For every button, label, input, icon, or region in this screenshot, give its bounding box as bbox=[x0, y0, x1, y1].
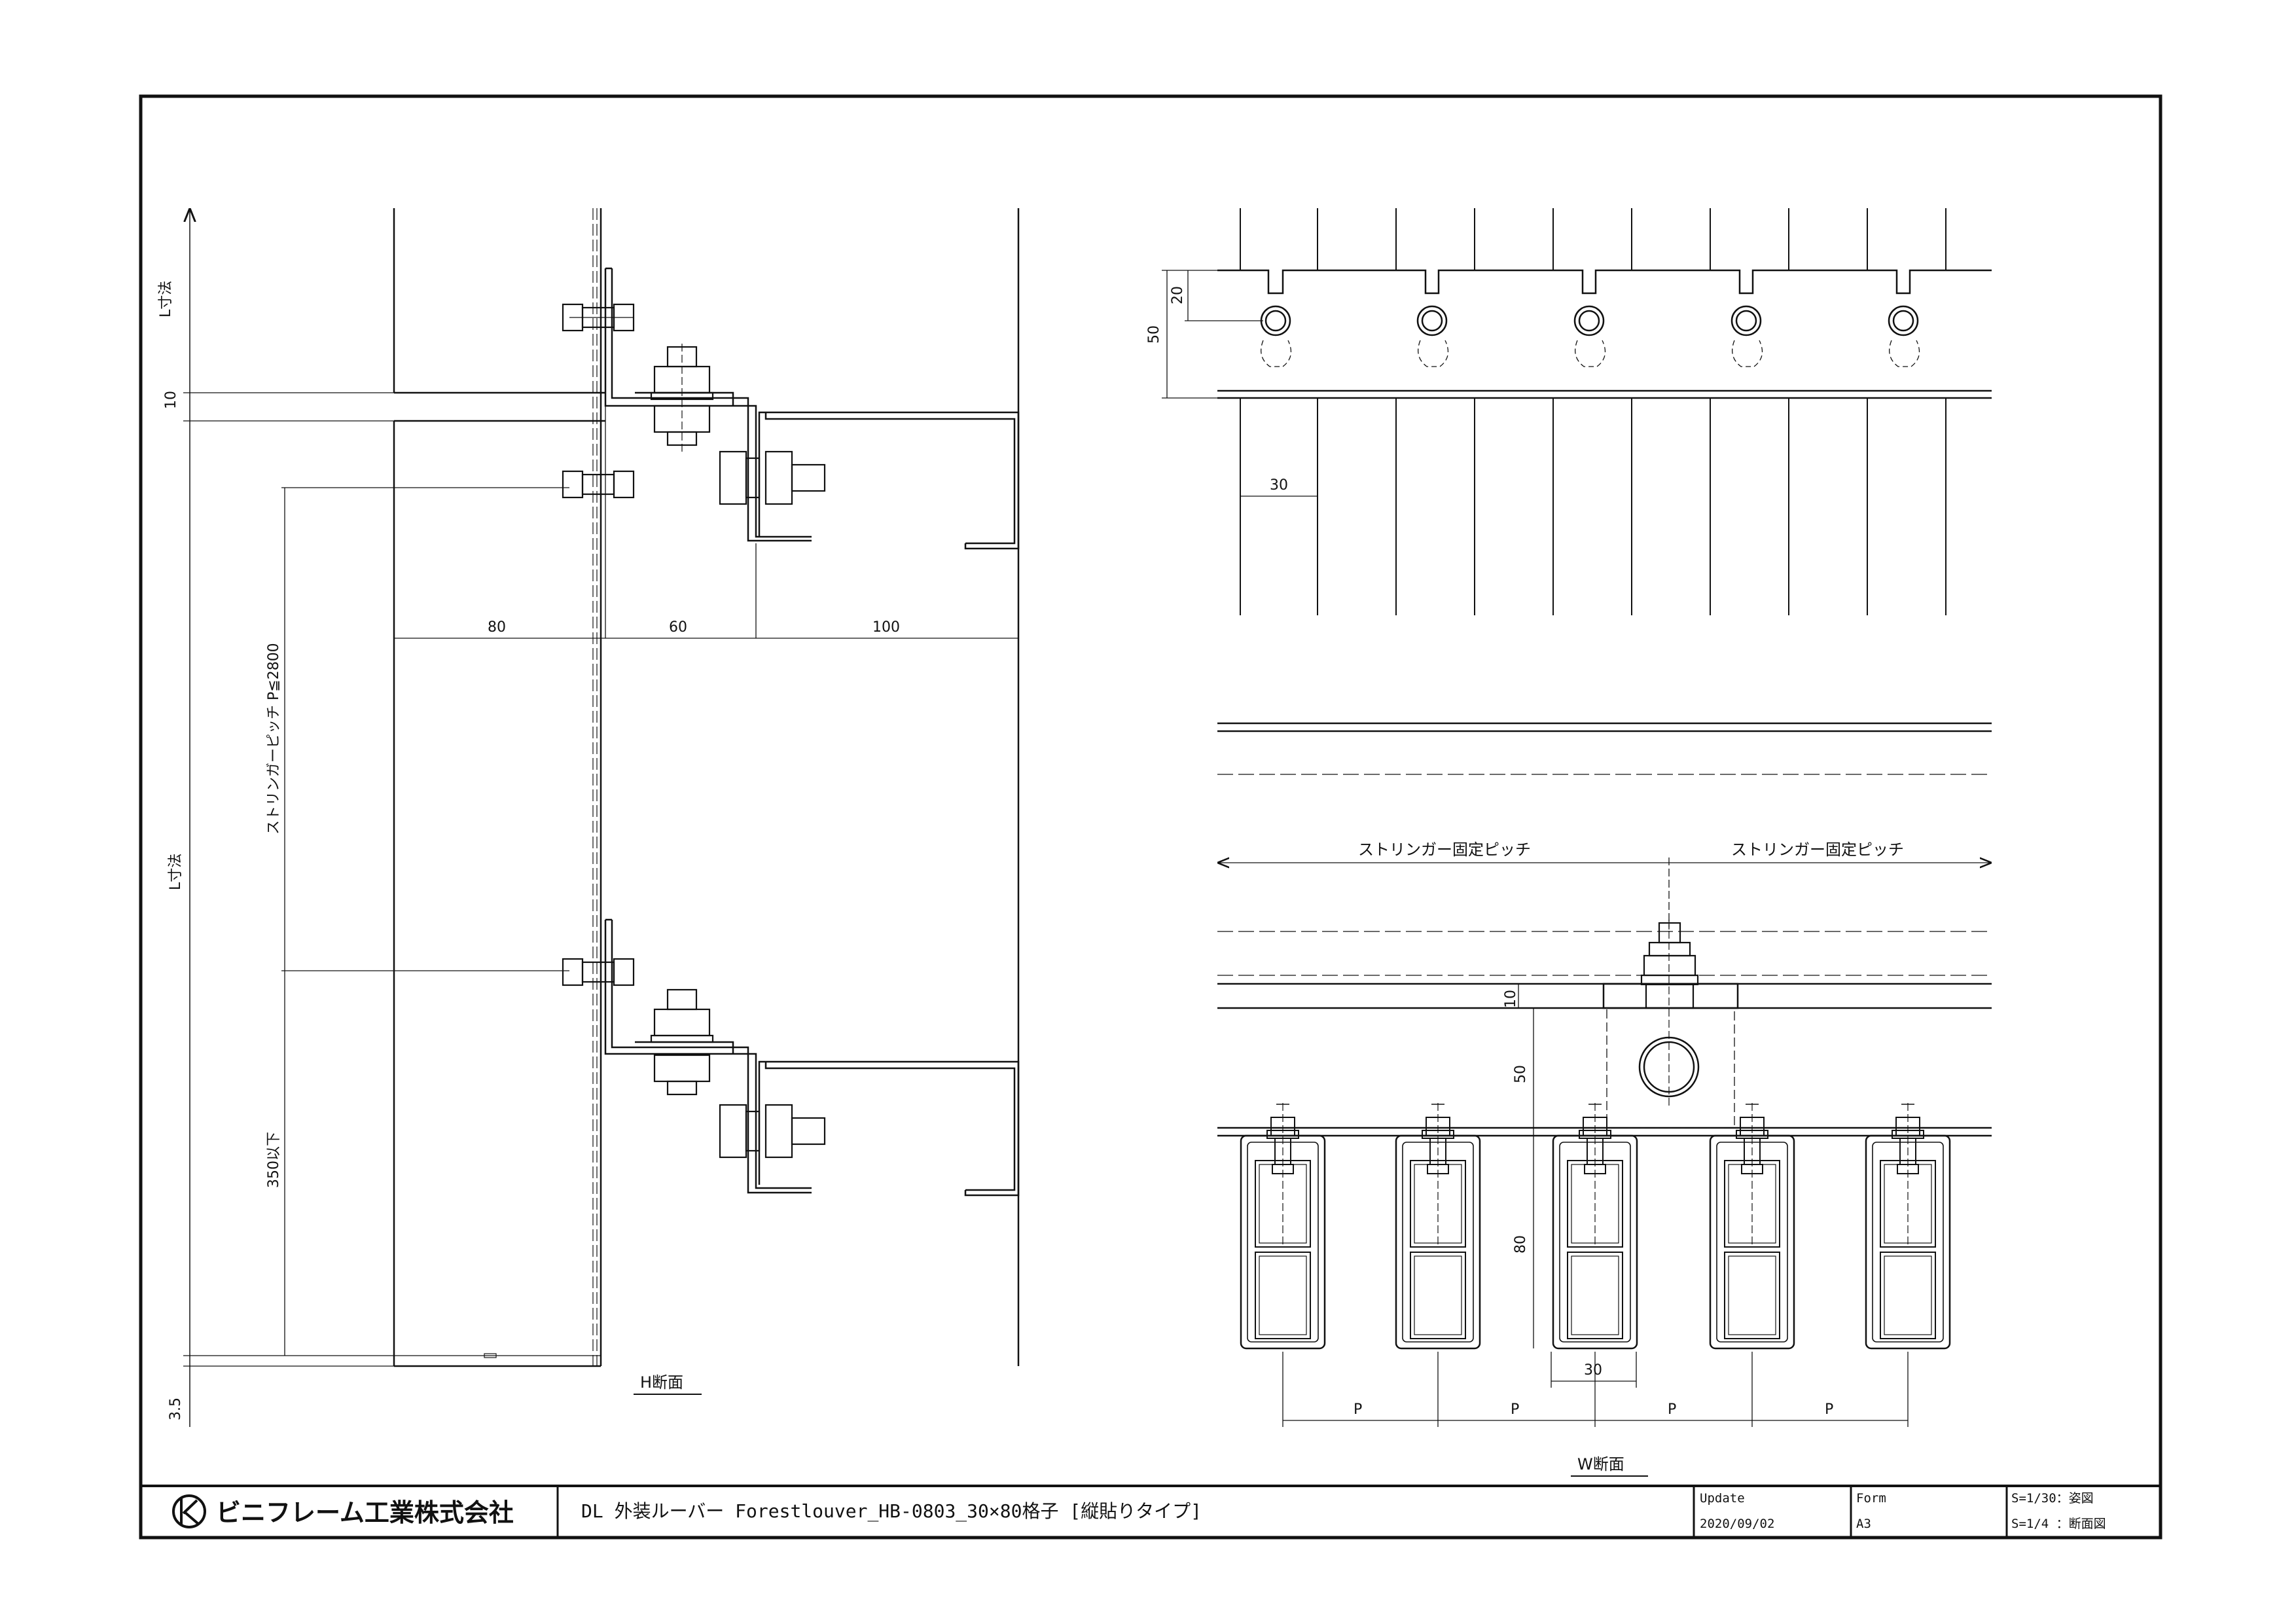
bolt-icon bbox=[562, 303, 635, 986]
form-label: Form bbox=[1856, 1491, 1886, 1506]
louver-profile bbox=[1865, 1103, 1951, 1350]
w-section-view: ストリンガー固定ピッチ ストリンガー固定ピッチ bbox=[1217, 722, 1992, 1477]
dim-50-w: 50 bbox=[1513, 1065, 1529, 1083]
dim-p-1: P bbox=[1354, 1401, 1362, 1418]
lower-bracket bbox=[604, 918, 1020, 1197]
dim-10-w: 10 bbox=[1503, 990, 1519, 1008]
w-section-top-view: 50 20 30 bbox=[1146, 208, 1992, 615]
dimension-lines bbox=[183, 392, 1018, 1367]
title-block: ビニフレーム工業株式会社 DL 外装ルーバー Forestlouver_HB-0… bbox=[141, 1485, 2161, 1538]
dim-100: 100 bbox=[872, 619, 900, 636]
dim-3-5: 3.5 bbox=[168, 1398, 184, 1420]
form-value: A3 bbox=[1856, 1517, 1871, 1531]
dim-80: 80 bbox=[488, 619, 506, 636]
h-section-view: L寸法 10 L寸法 ストリンガーピッチ P≦2800 350以下 3.5 80… bbox=[158, 208, 1020, 1427]
louver-profile bbox=[1709, 1103, 1795, 1350]
dim-20: 20 bbox=[1170, 286, 1186, 304]
scale-note-2: S=1/4 ：断面図 bbox=[2011, 1517, 2106, 1531]
dim-60: 60 bbox=[669, 619, 687, 636]
logo-circle-icon bbox=[172, 1494, 206, 1528]
h-section-caption: H断面 bbox=[640, 1373, 683, 1392]
scale-note-1: S=1/30：姿図 bbox=[2011, 1491, 2094, 1506]
stringer-pitch-right: ストリンガー固定ピッチ bbox=[1731, 840, 1904, 859]
dim-p-4: P bbox=[1825, 1401, 1833, 1418]
bolt-icon bbox=[650, 344, 826, 1159]
dim-10: 10 bbox=[163, 391, 179, 409]
update-value: 2020/09/02 bbox=[1700, 1517, 1774, 1531]
louver-profiles bbox=[1240, 1103, 1951, 1350]
dim-50-top: 50 bbox=[1146, 325, 1162, 344]
sheet-border bbox=[139, 94, 2162, 1540]
dim-l-main: L寸法 bbox=[168, 854, 184, 890]
dim-30-w: 30 bbox=[1584, 1362, 1602, 1379]
w-section-caption: W断面 bbox=[1577, 1455, 1624, 1473]
update-label: Update bbox=[1700, 1491, 1745, 1506]
louver-profile bbox=[1552, 1103, 1638, 1350]
dim-l-top: L寸法 bbox=[158, 281, 174, 317]
louver-profile bbox=[1395, 1103, 1481, 1350]
stringer-pitch-left: ストリンガー固定ピッチ bbox=[1358, 840, 1531, 859]
company-name: ビニフレーム工業株式会社 bbox=[216, 1498, 514, 1527]
bolt-icon bbox=[1640, 922, 1699, 1009]
louver-profile bbox=[1240, 1103, 1326, 1350]
dim-p-2: P bbox=[1511, 1401, 1519, 1418]
dim-80-w: 80 bbox=[1513, 1235, 1529, 1254]
dim-350: 350以下 bbox=[266, 1132, 282, 1188]
round-bolt-icon bbox=[1260, 305, 1919, 336]
dim-stringer-pitch: ストリンガーピッチ P≦2800 bbox=[266, 643, 282, 835]
company-logo: ビニフレーム工業株式会社 bbox=[172, 1494, 514, 1528]
dim-p-3: P bbox=[1668, 1401, 1676, 1418]
drawing-title: DL 外装ルーバー Forestlouver_HB-0803_30×80格子 [… bbox=[581, 1500, 1202, 1523]
upper-bracket bbox=[604, 267, 1020, 550]
dim-30-top: 30 bbox=[1270, 477, 1288, 494]
